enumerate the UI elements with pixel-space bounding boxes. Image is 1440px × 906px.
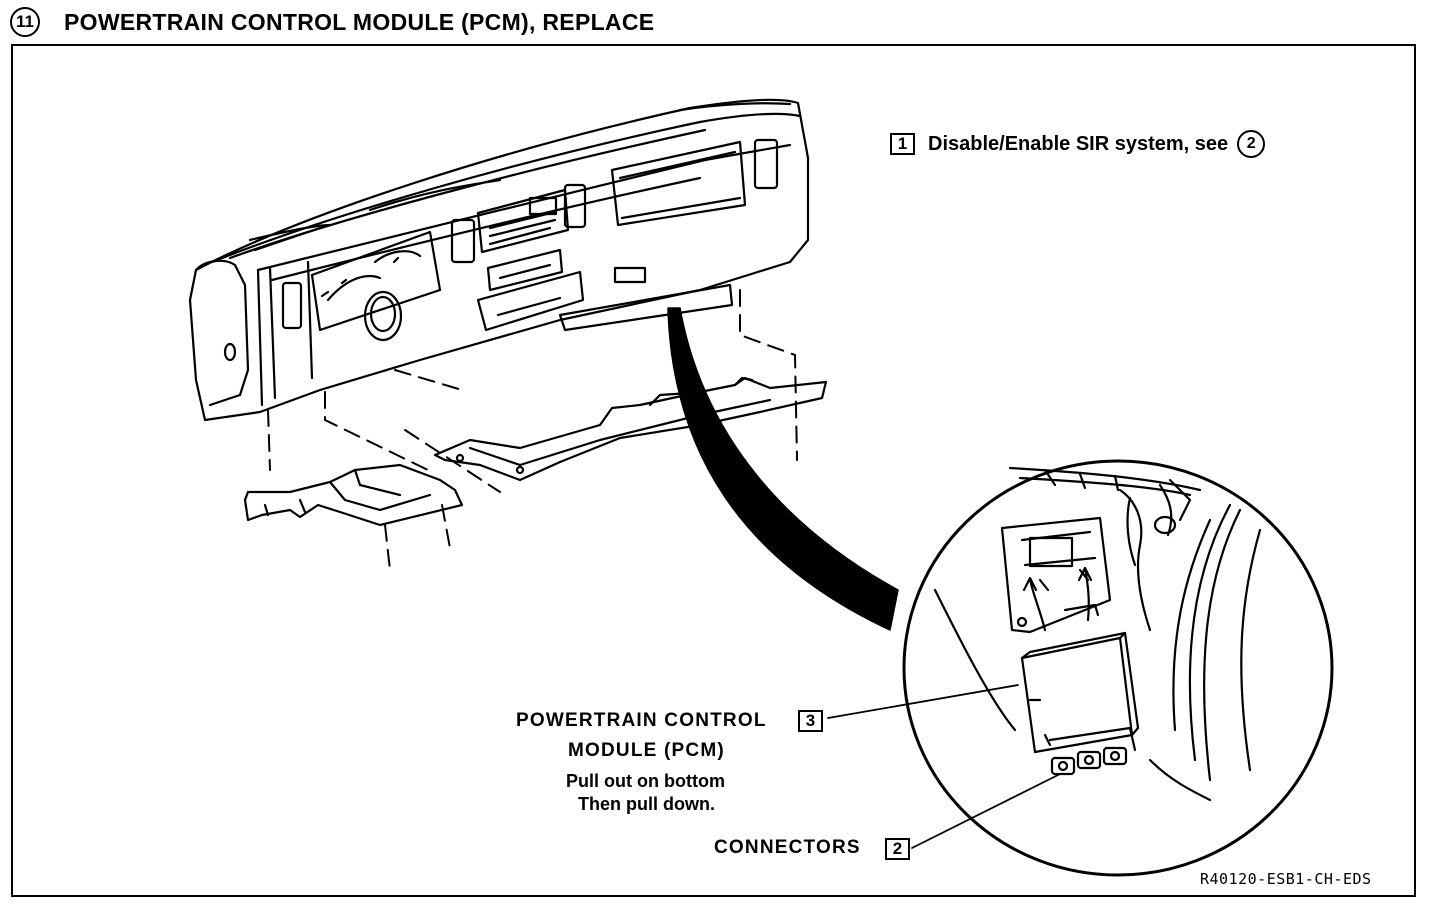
page-title: POWERTRAIN CONTROL MODULE (PCM), REPLACE: [64, 8, 655, 35]
detail-arrow: [667, 307, 899, 631]
sir-step-text: Disable/Enable SIR system, see: [928, 132, 1229, 155]
connectors-label: CONNECTORS: [714, 837, 861, 858]
pcm-instruction-line1: Pull out on bottom: [566, 771, 725, 791]
illustration-frame: [11, 44, 1416, 897]
pcm-label-line2: MODULE (PCM): [568, 740, 725, 761]
sir-step-note: 1 Disable/Enable SIR system, see 2: [890, 130, 1266, 158]
step-number-badge: 11: [10, 7, 40, 37]
pcm-label-line1: POWERTRAIN CONTROL: [516, 710, 767, 731]
pcm-number-box: 3: [798, 710, 823, 732]
left-bracket-drawing: [243, 463, 464, 527]
leader-lines: [827, 684, 1061, 849]
pcm-instruction-line2: Then pull down.: [578, 794, 715, 814]
detail-view: [902, 459, 1334, 877]
connectors-number-box: 2: [885, 838, 910, 860]
step-1-box: 1: [890, 133, 915, 155]
support-bracket-drawing: [433, 376, 828, 482]
instrument-panel-drawing: [188, 98, 810, 422]
sir-step-ref-circle: 2: [1237, 130, 1266, 158]
header: 11 POWERTRAIN CONTROL MODULE (PCM), REPL…: [10, 5, 654, 39]
figure-code: R40120-ESB1-CH-EDS: [1200, 870, 1372, 888]
